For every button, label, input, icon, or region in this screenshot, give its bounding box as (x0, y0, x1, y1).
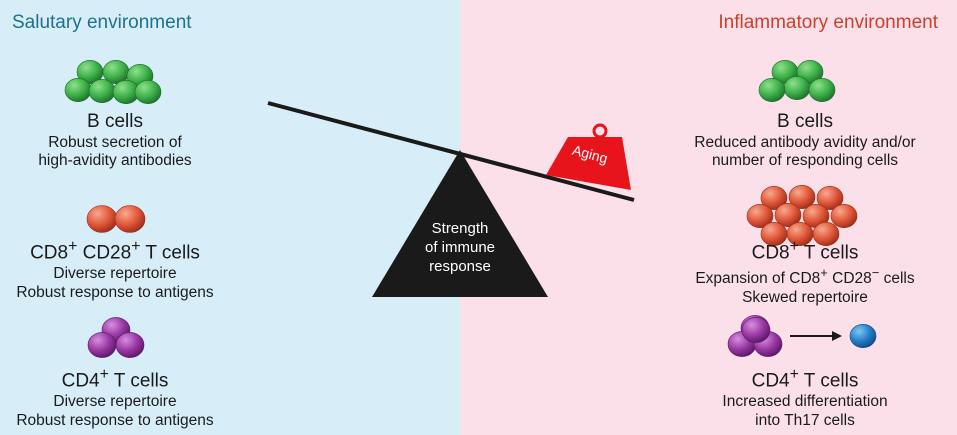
left-panel-title: Salutary environment (12, 12, 192, 33)
left-cd4-desc-2: Robust response to antigens (16, 411, 214, 429)
left-b-cells-desc-1: Robust secretion of (48, 133, 182, 151)
left-b-cell (134, 80, 162, 105)
right-cd8-cell (746, 204, 774, 229)
right-cd4-desc-2: into Th17 cells (755, 411, 855, 429)
right-b-cells-desc-1: Reduced antibody avidity and/or (694, 133, 916, 151)
left-cd4-cells: CD4+ T cells Diverse repertoire Robust r… (0, 366, 230, 430)
left-b-cells-desc-2: high-avidity antibodies (38, 152, 192, 170)
left-cd4-desc-1: Diverse repertoire (53, 393, 177, 411)
right-cd8-cell (830, 204, 858, 229)
fulcrum-label-line-3: response (429, 257, 491, 275)
balance-beam (267, 101, 635, 202)
aging-weight (546, 137, 631, 190)
right-b-cells: B cells Reduced antibody avidity and/or … (670, 111, 940, 171)
fulcrum-label-line-1: Strength (431, 220, 489, 237)
fulcrum-label: Strength of immune response (400, 220, 520, 276)
left-cd4-cell (115, 332, 145, 358)
right-panel-background (460, 0, 957, 435)
right-cd8-cell (774, 203, 802, 228)
right-b-cell (783, 76, 811, 101)
left-b-cell (64, 78, 92, 103)
right-cd8-cell (816, 186, 844, 211)
left-cd8-cell (86, 205, 118, 233)
left-cd8-cells: CD8+ CD28+ T cells Diverse repertoire Ro… (0, 238, 230, 302)
right-cd4-title: CD4+ T cells (751, 366, 859, 392)
left-b-cells-title: B cells (87, 111, 143, 132)
right-th17-cell (849, 323, 877, 348)
left-cd4-title: CD4+ T cells (61, 366, 169, 392)
left-cd8-cell (114, 205, 146, 233)
left-cd8-title: CD8+ CD28+ T cells (30, 238, 200, 264)
fulcrum-label-line-2: of immune (424, 238, 496, 256)
right-cd8-cells: CD8+ T cells Expansion of CD8+ CD28− cel… (670, 238, 940, 307)
left-b-cells: B cells Robust secretion of high-avidity… (0, 111, 230, 171)
right-cd4-cell (741, 317, 771, 343)
right-cd8-cell (812, 222, 840, 247)
right-cd8-desc-1: Expansion of CD8+ CD28− cells (695, 265, 915, 288)
right-cd8-cell (788, 185, 816, 210)
right-cd4-cells: CD4+ T cells Increased differentiation i… (670, 366, 940, 430)
left-cd8-desc-1: Diverse repertoire (53, 265, 177, 283)
left-cd4-cell (87, 332, 117, 358)
right-cd8-cell (760, 186, 788, 211)
right-panel-title: Inflammatory environment (718, 12, 938, 33)
left-cd8-desc-2: Robust response to antigens (16, 283, 214, 301)
right-cd8-title: CD8+ T cells (751, 238, 859, 264)
differentiation-arrow-head (832, 331, 842, 341)
right-b-cells-title: B cells (777, 111, 833, 132)
right-cd8-desc-2: Skewed repertoire (742, 288, 868, 306)
right-b-cell (808, 78, 836, 103)
fulcrum-triangle (372, 150, 548, 297)
right-b-cell (758, 78, 786, 103)
left-b-cell (88, 79, 116, 104)
left-panel-background (0, 0, 460, 435)
right-cd4-desc-1: Increased differentiation (722, 393, 888, 411)
right-b-cells-desc-2: number of responding cells (711, 152, 899, 170)
